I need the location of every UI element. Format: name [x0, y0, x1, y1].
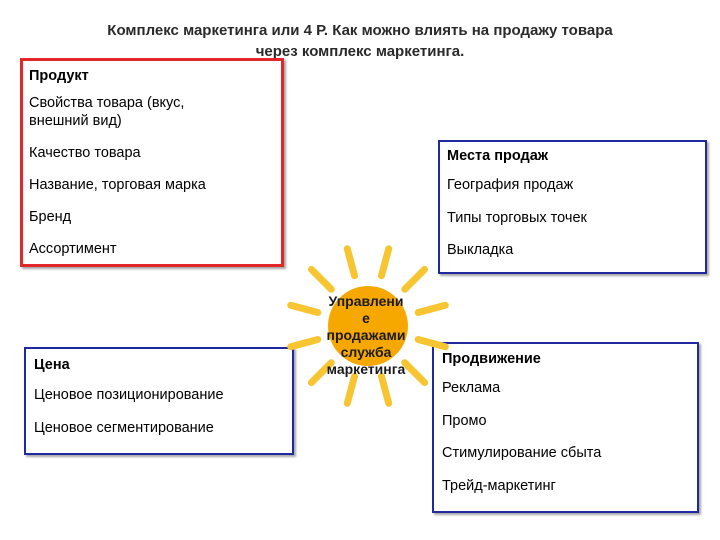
sun-ray: [343, 372, 359, 407]
center-label-line: Управлени: [328, 293, 404, 309]
product-box: Продукт Свойства товара (вкус, внешний в…: [20, 58, 284, 267]
title-line-2: через комплекс маркетинга.: [255, 43, 465, 60]
place-box: Места продаж География продаж Типы торго…: [438, 140, 707, 274]
promotion-box: Продвижение Реклама Промо Стимулирование…: [432, 342, 699, 513]
place-heading: Места продаж: [447, 148, 549, 164]
promotion-item: Промо: [442, 412, 487, 429]
sun-ray: [377, 245, 393, 280]
place-item: Типы торговых точек: [447, 209, 587, 226]
price-box: Цена Ценовое позиционирование Ценовое се…: [24, 347, 294, 455]
promotion-item: Трейд-маркетинг: [442, 477, 556, 494]
promotion-heading: Продвижение: [442, 351, 541, 367]
center-label: Управлени е продажами служба маркетинга: [307, 293, 425, 378]
sun-ray: [414, 301, 449, 317]
sun-core: [328, 286, 408, 366]
product-item: Качество товара: [29, 145, 141, 161]
sun-ray: [307, 359, 335, 387]
center-label-line: е: [362, 310, 370, 326]
sun-ray: [401, 265, 429, 293]
page-title: Комплекс маркетинга или 4 Р. Как можно в…: [30, 20, 690, 62]
sun-ray: [343, 245, 359, 280]
sun-ray: [401, 359, 429, 387]
product-item: Название, торговая марка: [29, 177, 206, 193]
center-label-line: служба: [340, 344, 392, 360]
price-item: Ценовое позиционирование: [34, 387, 224, 403]
sun-ray: [377, 372, 393, 407]
sun-ray: [287, 335, 322, 351]
place-item: География продаж: [447, 177, 574, 193]
price-heading: Цена: [34, 357, 70, 373]
product-item: Бренд: [29, 209, 72, 225]
center-label-line: продажами: [326, 327, 406, 343]
product-item: Свойства товара (вкус, внешний вид): [29, 95, 185, 129]
sun-ray: [414, 335, 449, 351]
product-heading: Продукт: [29, 68, 89, 84]
promotion-item: Реклама: [442, 380, 501, 396]
sun-ray: [287, 301, 322, 317]
sun-ray: [307, 265, 335, 293]
product-item: Ассортимент: [29, 241, 117, 257]
place-item: Выкладка: [447, 242, 514, 258]
promotion-item: Стимулирование сбыта: [442, 445, 602, 461]
price-item: Ценовое сегментирование: [34, 419, 214, 436]
sun-rays: [287, 245, 449, 407]
title-line-1: Комплекс маркетинга или 4 Р. Как можно в…: [107, 22, 613, 39]
center-label-line: маркетинга: [326, 361, 406, 377]
sun-icon: [287, 245, 449, 407]
